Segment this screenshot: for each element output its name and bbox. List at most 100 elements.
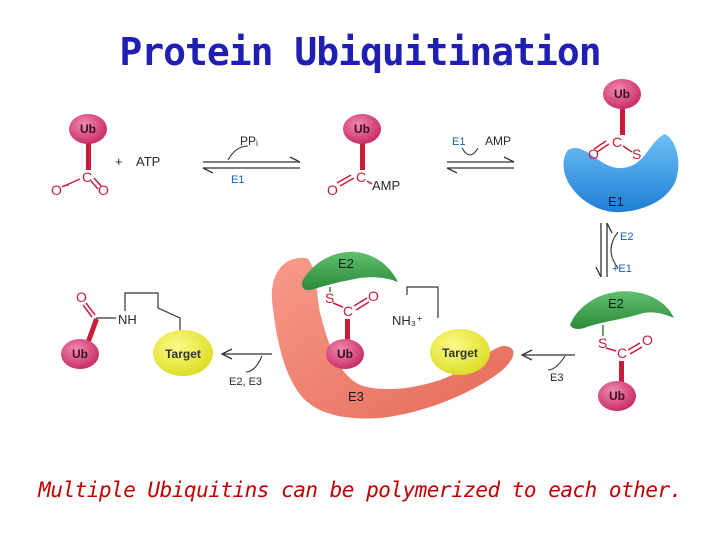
e1-thioester-group: E1 Ub C O S (563, 79, 679, 213)
bond-12 (629, 346, 643, 355)
ub-stalk-3 (620, 105, 625, 135)
lysine-chain-1 (406, 286, 439, 318)
reverse-arrowhead-2 (446, 167, 458, 174)
carbon-label-5: C (343, 303, 353, 319)
forward-arrowhead-1 (289, 156, 301, 163)
left-arrowhead-1 (520, 349, 533, 361)
oxygen-label-5: O (642, 332, 653, 348)
reverse-arrowhead-1 (202, 167, 214, 174)
ub-stalk-1 (86, 140, 91, 170)
ub-ball-5 (326, 339, 364, 369)
ub-adenylate-group: Ub C O AMP (327, 114, 400, 198)
e2-enzyme-label-center: E2 (338, 256, 354, 271)
e1-enzyme-label: E1 (608, 194, 624, 209)
e3-transfer-arrow: E3 (520, 349, 575, 384)
e1-label-forward: E1 (452, 136, 465, 148)
amide-nh-label: NH (118, 312, 137, 327)
e1-amp-curve (461, 147, 479, 156)
oxygen-label-7: O (76, 289, 87, 305)
bond-4 (339, 177, 355, 187)
oxygen-label-1: O (51, 182, 62, 198)
e2-thioester-group: E2 S C O Ub (570, 291, 674, 411)
ub-label-4: Ub (609, 389, 625, 403)
ub-label-1: Ub (80, 122, 96, 136)
amine-label: NH₃⁺ (392, 313, 423, 328)
e1-label-reverse: E1 (231, 174, 244, 186)
e3-enzyme-shape (271, 257, 514, 419)
sulfur-label-1: S (632, 146, 641, 162)
ub-ball-4 (598, 381, 636, 411)
e2-e3-release-curve (245, 355, 263, 373)
bond-14 (353, 297, 368, 307)
diagram-caption: Multiple Ubiquitins can be polymerized t… (38, 478, 682, 502)
amp-label-attached: AMP (372, 178, 400, 193)
diagram-title: Protein Ubiquitination (119, 30, 601, 74)
charge-minus: − (63, 180, 69, 192)
equilibrium-arrow-3: E2 +E1 (595, 222, 633, 278)
e2-enzyme-shape-right (570, 291, 674, 329)
target-label-2: Target (165, 347, 201, 361)
forward-arrowhead-2 (503, 156, 515, 163)
ub-carboxylate-group: Ub C O O − + ATP (51, 114, 160, 198)
e2-enzyme-shape-center (301, 251, 398, 291)
equilibrium-arrow-1: PPᵢ E1 (202, 134, 301, 186)
oxygen-label-4: O (588, 146, 599, 162)
carbon-label-1: C (82, 169, 92, 185)
bond-1 (61, 178, 81, 188)
carbon-label-2: C (356, 169, 366, 185)
sulfur-label-3: S (325, 290, 334, 306)
ub-ball-2 (343, 114, 381, 144)
left-arrowhead-2 (220, 348, 233, 360)
atp-label: ATP (136, 154, 160, 169)
target-protein-1 (430, 329, 490, 375)
e1-released-label: +E1 (612, 263, 632, 275)
up-arrowhead (606, 222, 613, 234)
e3-complex-group: E3 E2 S C O Ub NH₃⁺ Target (271, 251, 514, 419)
equilibrium-arrow-2: E1 AMP (446, 134, 515, 174)
bond-3 (90, 180, 99, 190)
bond-8 (593, 140, 607, 150)
plus-sign: + (115, 154, 123, 169)
bond-5 (336, 174, 352, 184)
oxygen-label-3: O (327, 182, 338, 198)
ub-stalk-6 (86, 318, 99, 343)
amp-label-released: AMP (485, 134, 511, 148)
bond-2 (93, 177, 102, 187)
carbon-label-3: C (612, 134, 622, 150)
carbon-label-4: C (617, 345, 627, 361)
e3-input-curve (547, 355, 566, 371)
ub-label-2: Ub (354, 122, 370, 136)
bond-13 (332, 302, 344, 308)
e1-enzyme-shape (563, 134, 679, 213)
bond-16 (82, 304, 93, 318)
down-arrowhead (595, 266, 602, 278)
bond-17 (85, 302, 96, 316)
ub-stalk-5 (345, 319, 350, 341)
bond-15 (355, 301, 370, 311)
bond-7 (596, 143, 610, 153)
ub-ball-3 (603, 79, 641, 109)
ub-label-5: Ub (337, 347, 353, 361)
bond-9 (622, 145, 633, 153)
e3-label-arrow: E3 (550, 372, 563, 384)
oxygen-label-2: O (98, 182, 109, 198)
ub-label-6: Ub (72, 347, 88, 361)
e2-e3-label: E2, E3 (229, 376, 262, 388)
bond-10 (605, 347, 617, 352)
ub-ball-1 (69, 114, 107, 144)
ub-stalk-2 (360, 140, 365, 170)
bond-11 (627, 342, 641, 351)
product-arrow: E2, E3 (220, 348, 272, 388)
sulfur-label-2: S (598, 335, 607, 351)
lysine-chain-2 (124, 292, 181, 330)
e2-label-side: E2 (620, 231, 633, 243)
e2-enzyme-label-right: E2 (608, 296, 624, 311)
ub-stalk-4 (619, 361, 624, 385)
ubiquitinated-target-group: O NH Ub Target (61, 289, 213, 376)
e3-enzyme-label: E3 (348, 389, 364, 404)
bond-6 (366, 180, 373, 185)
target-protein-2 (153, 330, 213, 376)
ub-ball-6 (61, 339, 99, 369)
oxygen-label-6: O (368, 288, 379, 304)
